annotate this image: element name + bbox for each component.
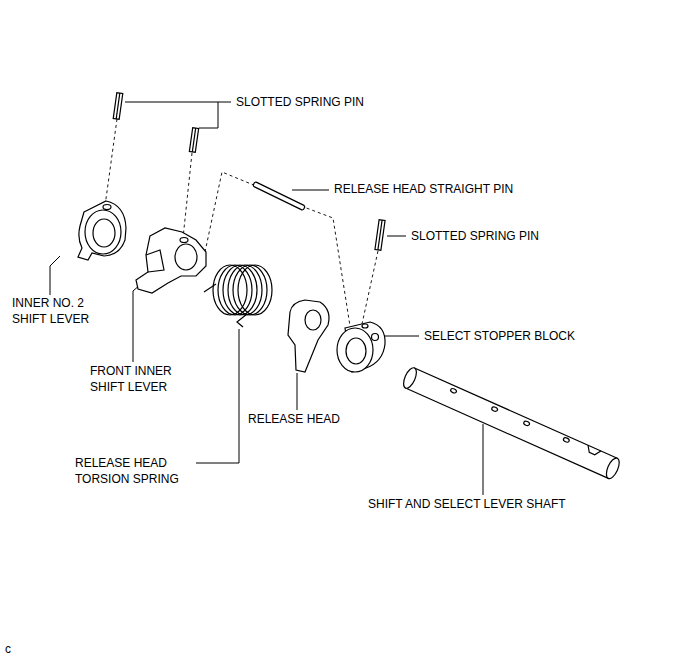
part-label: RELEASE HEAD TORSION SPRING [75,455,203,487]
part-label: FRONT INNER SHIFT LEVER [90,363,188,395]
leader-line [50,102,483,495]
spring-pin [113,93,385,251]
torsion-spring [204,265,272,327]
part-label: RELEASE HEAD [248,411,340,427]
part-label: SELECT STOPPER BLOCK [424,328,575,344]
shift-lever [136,228,206,293]
shift-lever [78,201,126,260]
part-label: c [5,641,11,657]
part-label: SLOTTED SPRING PIN [236,94,364,110]
part-label: INNER NO. 2 SHIFT LEVER [12,295,104,327]
straight-pin [253,181,306,210]
part-label: SLOTTED SPRING PIN [411,228,539,244]
lever-shaft [401,366,622,480]
part-label: RELEASE HEAD STRAIGHT PIN [334,181,513,197]
part-label: SHIFT AND SELECT LEVER SHAFT [368,496,566,512]
release-head [288,300,329,372]
stopper-block [337,322,385,372]
assembly-line [105,119,378,326]
